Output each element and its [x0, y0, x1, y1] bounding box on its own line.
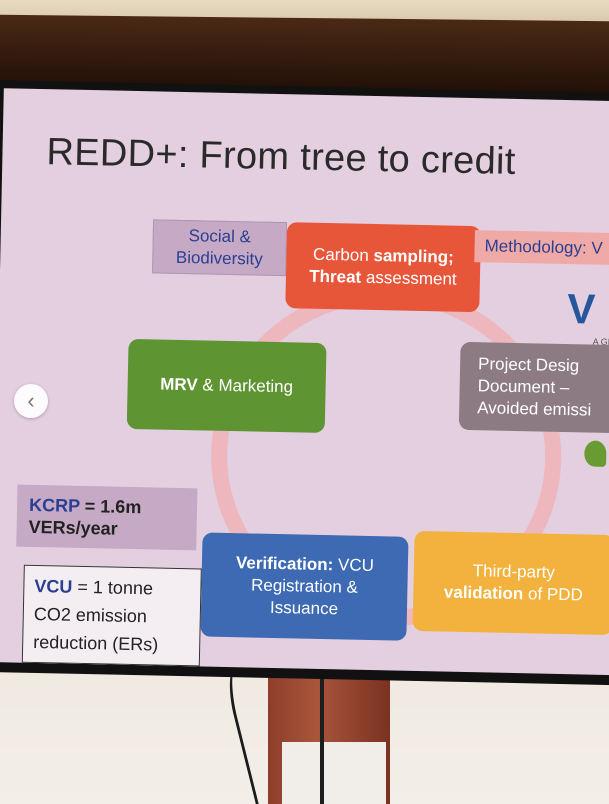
- prev-slide-button[interactable]: ‹: [14, 384, 48, 418]
- mrv-text: MRV & Marketing: [160, 374, 294, 397]
- verra-logo: V: [566, 285, 596, 333]
- methodology-box: Methodology: V: [474, 230, 609, 266]
- social-label: Social & Biodiversity: [175, 226, 263, 269]
- mrv-marketing-box: MRV & Marketing: [126, 338, 327, 434]
- social-biodiversity-box: Social & Biodiversity: [151, 219, 288, 277]
- cable: [320, 664, 324, 804]
- chevron-left-icon: ‹: [27, 388, 35, 413]
- carbon-sampling-box: Carbon sampling;Threat assessment: [285, 222, 482, 313]
- methodology-label: Methodology: V: [484, 236, 603, 258]
- wall-plate: [282, 742, 386, 804]
- monitor: REDD+: From tree to credit Social & Biod…: [0, 80, 609, 686]
- carbon-text: Carbon sampling;Threat assessment: [309, 244, 457, 289]
- leaf-icon: [584, 440, 607, 467]
- slide-title: REDD+: From tree to credit: [46, 131, 517, 183]
- slide: REDD+: From tree to credit Social & Biod…: [0, 88, 609, 676]
